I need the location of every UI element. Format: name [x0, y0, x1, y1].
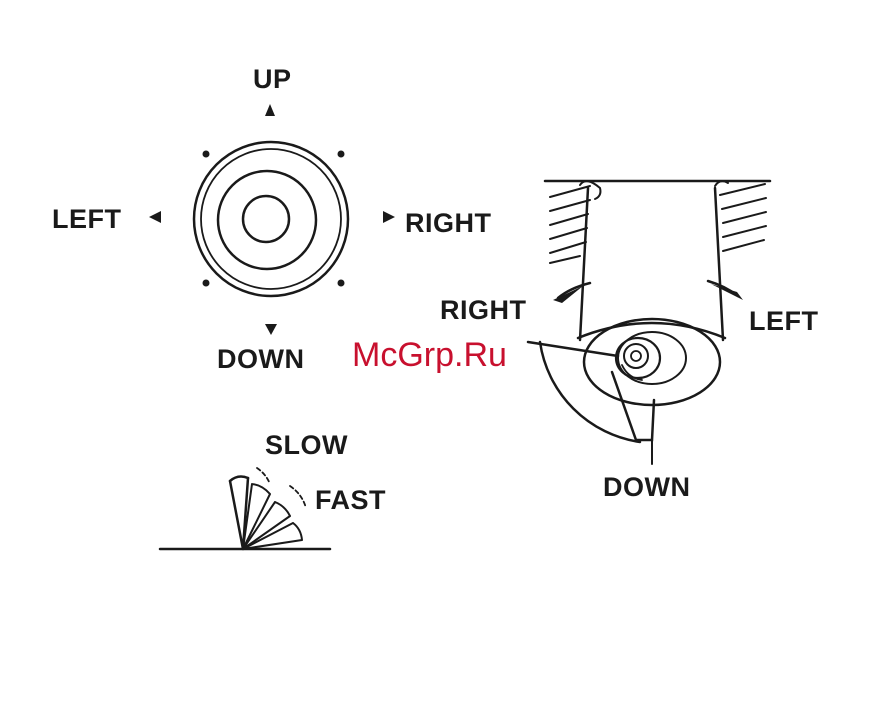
speed-diagram	[160, 468, 330, 549]
housing-right-side	[715, 188, 723, 340]
camera-down-label: DOWN	[603, 474, 690, 501]
ceiling-hatch-right	[720, 184, 766, 251]
up-arrow-icon	[265, 104, 275, 116]
camera-lens-inner	[624, 344, 648, 368]
joystick-knob	[243, 196, 289, 242]
right-arrow-icon	[383, 211, 395, 223]
camera-left-label: LEFT	[749, 308, 819, 335]
watermark: McGrp.Ru	[352, 338, 507, 372]
ceiling-curl-left	[580, 181, 600, 199]
joystick-middle-ring	[218, 171, 316, 269]
joystick-top-view	[194, 142, 348, 296]
joystick-left-label: LEFT	[52, 206, 122, 233]
joystick-down-label: DOWN	[217, 346, 304, 373]
camera-right-label: RIGHT	[440, 297, 527, 324]
camera-lens-center	[631, 351, 641, 361]
housing-left-side	[580, 188, 588, 340]
down-arrow-icon	[265, 324, 277, 335]
slow-motion-arc	[257, 468, 270, 484]
camera-dome	[528, 181, 770, 464]
joystick-up-label: UP	[253, 66, 292, 93]
speed-slow-label: SLOW	[265, 432, 348, 459]
joystick-right-label: RIGHT	[405, 210, 492, 237]
speed-fast-label: FAST	[315, 487, 386, 514]
speed-stick-top	[230, 477, 248, 481]
pan-left-arrow-icon	[711, 284, 743, 300]
left-arrow-icon	[149, 211, 161, 223]
pan-right-arrow-icon	[553, 286, 583, 303]
fast-motion-arc	[290, 486, 306, 508]
